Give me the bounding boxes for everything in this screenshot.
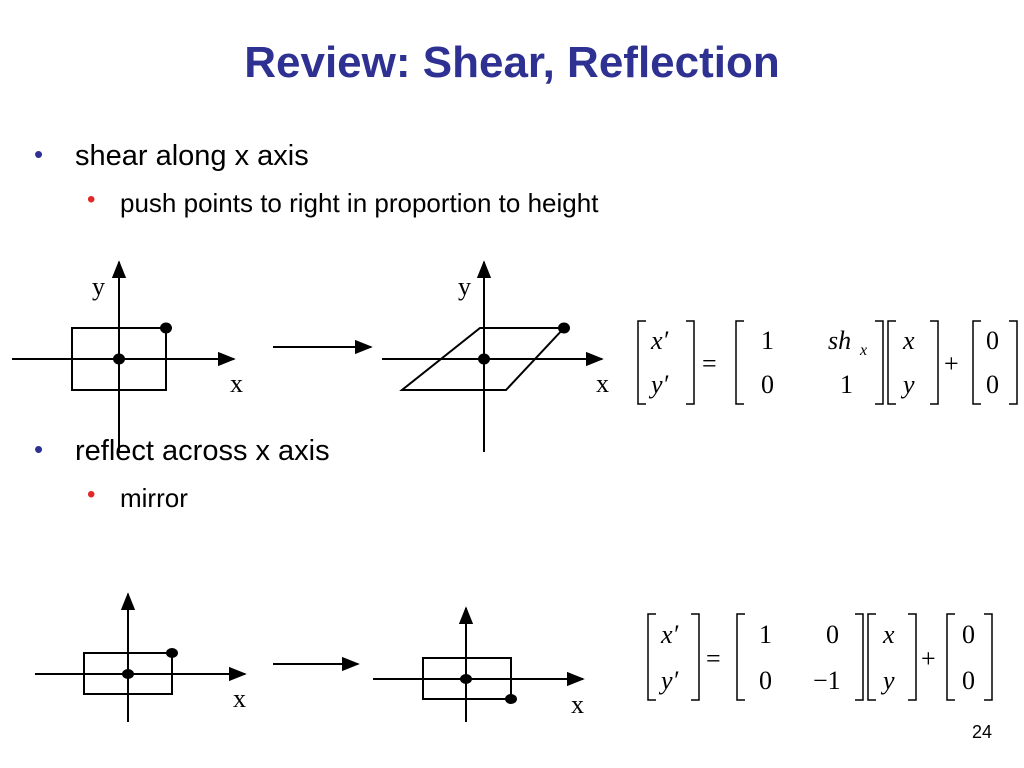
x-axis-label: x (596, 369, 609, 398)
matrix-a11: 1 (761, 326, 774, 355)
bullet-text: reflect across x axis (75, 435, 330, 467)
matrix-a21: 0 (759, 666, 772, 695)
corner-point (160, 322, 172, 334)
matrix-a22: −1 (813, 666, 841, 695)
x-axis-label: x (230, 369, 243, 398)
lhs-y: y′ (648, 370, 669, 399)
slide-number: 24 (971, 722, 992, 742)
bullet-shear: • shear along x axis (34, 139, 309, 173)
y-axis-label: y (92, 272, 105, 301)
rectangle-shape (83, 652, 173, 695)
sub-bullet-shear: • push points to right in proportion to … (87, 186, 599, 219)
plus-sign: + (921, 644, 936, 673)
sh-subscript: x (859, 342, 867, 359)
offset-0: 0 (986, 326, 999, 355)
vec-y: y (900, 370, 915, 399)
bullet-dot: • (34, 434, 44, 464)
sub-bullet-dot: • (87, 186, 96, 213)
matrix-a11: 1 (759, 620, 772, 649)
shear-equation: x′ y′ = 1 sh x 0 1 x y + 0 0 (637, 320, 1018, 405)
matrix-brackets (647, 613, 993, 701)
origin-point (460, 674, 472, 684)
y-axis-label: y (458, 272, 471, 301)
equals-sign: = (702, 349, 717, 378)
reflect-original-diagram (35, 592, 247, 722)
lhs-y: y′ (658, 666, 679, 695)
sub-bullet-reflect: • mirror (87, 481, 188, 514)
offset-1: 0 (962, 666, 975, 695)
matrix-a21: 0 (761, 370, 774, 399)
square-shape (71, 327, 167, 391)
sub-bullet-text: mirror (120, 483, 188, 513)
x-axis-label: x (233, 684, 246, 713)
reflect-equation: x′ y′ = 1 0 0 −1 x y + 0 0 (647, 613, 993, 701)
corner-point (505, 694, 517, 704)
x-axis-label: x (571, 690, 584, 719)
matrix-a12: sh (828, 326, 851, 355)
vec-x: x (902, 326, 915, 355)
vec-y: y (880, 666, 895, 695)
sub-bullet-text: push points to right in proportion to he… (120, 188, 599, 218)
vec-x: x (882, 620, 895, 649)
origin-point (122, 669, 134, 679)
origin-point (478, 353, 490, 365)
sub-bullet-dot: • (87, 481, 96, 508)
slide-title: Review: Shear, Reflection (244, 38, 780, 87)
matrix-brackets (637, 320, 1018, 405)
lhs-x: x′ (660, 620, 679, 649)
equals-sign: = (706, 644, 721, 673)
matrix-a12: 0 (826, 620, 839, 649)
lhs-x: x′ (650, 326, 669, 355)
bullet-dot: • (34, 139, 44, 169)
bullet-text: shear along x axis (75, 140, 309, 172)
bullet-reflect: • reflect across x axis (34, 434, 330, 468)
offset-1: 0 (986, 370, 999, 399)
corner-point (558, 322, 570, 334)
matrix-a22: 1 (840, 370, 853, 399)
origin-point (113, 353, 125, 365)
shear-result-diagram (382, 260, 604, 452)
offset-0: 0 (962, 620, 975, 649)
reflected-rectangle (422, 657, 512, 700)
plus-sign: + (944, 349, 959, 378)
reflect-result-diagram (373, 606, 585, 722)
corner-point (166, 648, 178, 658)
sheared-parallelogram (399, 327, 567, 391)
